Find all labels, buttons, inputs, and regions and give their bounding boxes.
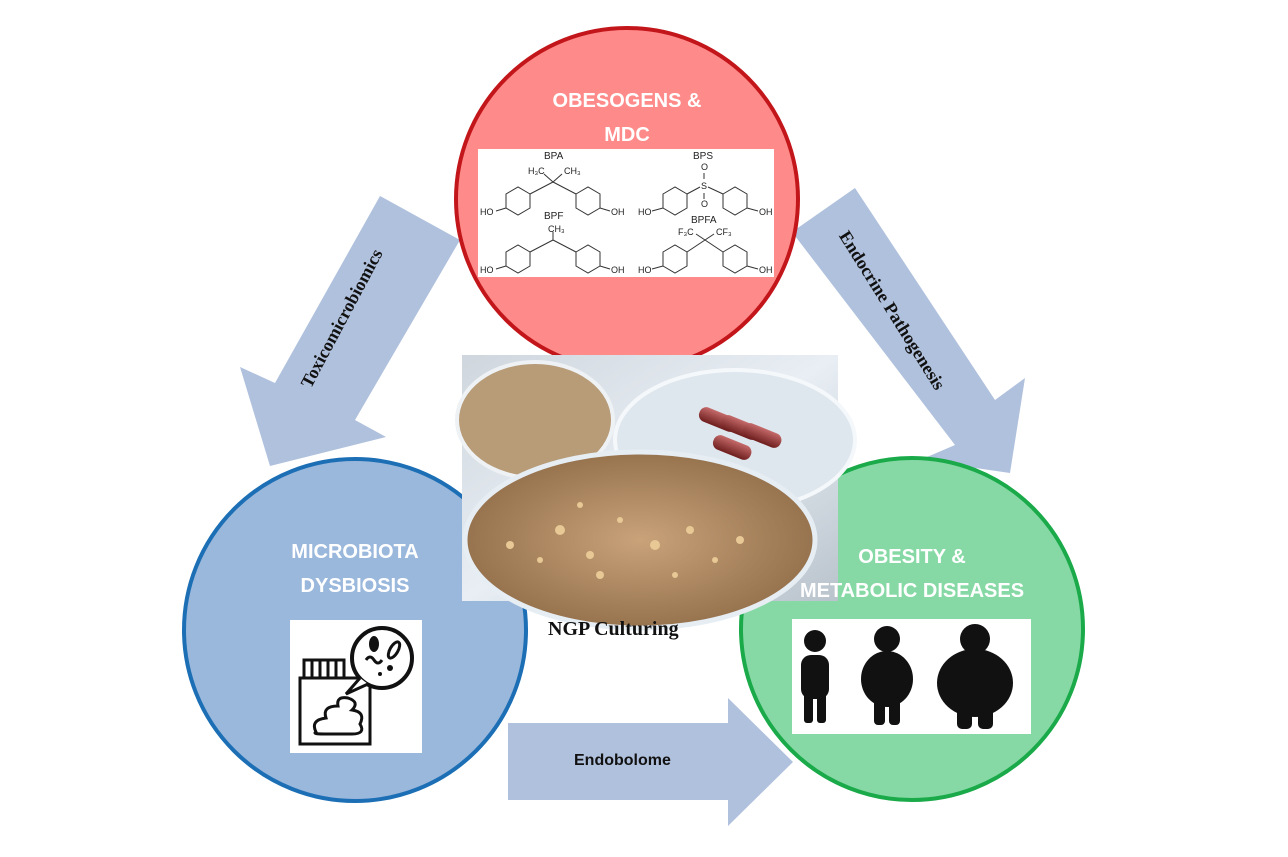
- bps-o-top: O: [701, 162, 709, 172]
- body-silhouettes: [792, 619, 1031, 734]
- obese-silhouette: [937, 624, 1013, 729]
- obesity-title-line2: METABOLIC DISEASES: [799, 580, 1025, 602]
- culture-photo: [455, 355, 857, 631]
- obesogens-title-line1: OBESOGENS &: [552, 90, 702, 112]
- chemical-structures: [478, 149, 774, 277]
- ngp-culturing-caption: NGP Culturing: [548, 618, 679, 640]
- bps-s: S: [701, 181, 708, 191]
- bps-ho: HO: [638, 207, 652, 217]
- microbiota-title-line1: MICROBIOTA: [291, 541, 419, 563]
- bpf-label: BPF: [544, 211, 564, 222]
- obesogens-title: OBESOGENS & MDC: [507, 84, 747, 152]
- toxicomicrobiomics-arrow: [240, 196, 460, 466]
- bpfa-ho: HO: [638, 265, 652, 275]
- bpfa-f3c: F₃C: [678, 227, 694, 237]
- bps-label: BPS: [693, 151, 714, 162]
- stool-sample-icon: [290, 620, 422, 753]
- bps-oh: OH: [759, 207, 773, 217]
- microbiota-title-line2: DYSBIOSIS: [300, 575, 410, 597]
- obesity-title: OBESITY & METABOLIC DISEASES: [772, 540, 1052, 608]
- bpa-h3c: H₃C: [528, 166, 545, 176]
- bpf-ch3: CH₃: [548, 224, 565, 234]
- bpf-oh: OH: [611, 265, 625, 275]
- bpfa-cf3: CF₃: [716, 227, 732, 237]
- endocrine-pathogenesis-arrow: [792, 188, 1025, 473]
- bpa-label: BPA: [544, 151, 564, 162]
- bpa-ho: HO: [480, 207, 494, 217]
- bpa-ch3: CH₃: [564, 166, 581, 176]
- petri-dish-front: [462, 449, 818, 631]
- endobolome-label: Endobolome: [574, 752, 671, 769]
- bpf-ho: HO: [480, 265, 494, 275]
- bpa-oh: OH: [611, 207, 625, 217]
- overweight-silhouette: [861, 626, 913, 725]
- microbiota-title: MICROBIOTA DYSBIOSIS: [235, 535, 475, 603]
- bpfa-oh: OH: [759, 265, 773, 275]
- capsules: [698, 407, 782, 460]
- molecule-labels: BPA H₃C CH₃ HO OH BPS O S O HO OH BPF CH…: [478, 149, 774, 277]
- obesity-title-line1: OBESITY &: [858, 546, 966, 568]
- slim-silhouette: [801, 630, 829, 723]
- bpfa-label: BPFA: [691, 215, 717, 226]
- obesogens-title-line2: MDC: [604, 124, 650, 146]
- endobolome-arrow: [508, 698, 793, 826]
- bps-o-bottom: O: [701, 199, 709, 209]
- colony-dots: [506, 502, 744, 579]
